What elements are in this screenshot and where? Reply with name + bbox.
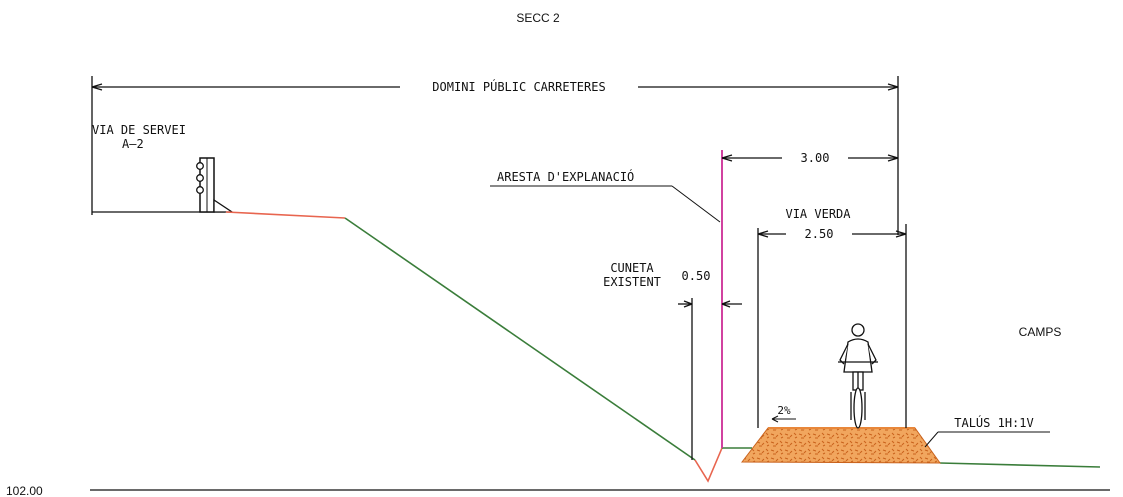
dim-250-label: 2.50 bbox=[805, 227, 834, 241]
camps-label: CAMPS bbox=[1019, 325, 1062, 339]
via-servei-road-label: A–2 bbox=[122, 137, 144, 151]
greenway-fill bbox=[740, 427, 941, 464]
aresta-line: ARESTA D'EXPLANACIÓ bbox=[490, 150, 723, 448]
via-servei-label: VIA DE SERVEI bbox=[92, 123, 186, 137]
talus-label: TALÚS 1H:1V bbox=[954, 415, 1033, 430]
dim-300: 3.00 bbox=[721, 151, 899, 165]
aresta-label: ARESTA D'EXPLANACIÓ bbox=[497, 169, 634, 184]
talus-callout: TALÚS 1H:1V bbox=[924, 415, 1050, 448]
domini-dimension: DOMINI PÚBLIC CARRETERES bbox=[91, 76, 899, 235]
ditch bbox=[694, 447, 723, 483]
dim-300-label: 3.00 bbox=[801, 151, 830, 165]
cyclist-icon bbox=[838, 323, 878, 429]
dim-050-label: 0.50 bbox=[682, 269, 711, 283]
embankment-red-line bbox=[225, 211, 346, 219]
dim-250: 2.50 bbox=[757, 224, 907, 428]
section-title: SECC 2 bbox=[516, 11, 560, 25]
domini-label: DOMINI PÚBLIC CARRETERES bbox=[432, 79, 605, 94]
field-ground bbox=[939, 462, 1101, 468]
slope-label: 2% bbox=[777, 404, 791, 417]
cuneta-label: CUNETA bbox=[610, 261, 654, 275]
slope-indicator: 2% bbox=[771, 404, 796, 423]
traffic-signal-icon bbox=[196, 157, 235, 213]
elevation-label: 102.00 bbox=[6, 484, 43, 497]
cuneta-existent-label: EXISTENT bbox=[603, 275, 661, 289]
embankment-slope bbox=[344, 217, 696, 461]
dim-050 bbox=[678, 298, 742, 460]
via-verda-label: VIA VERDA bbox=[785, 207, 851, 221]
